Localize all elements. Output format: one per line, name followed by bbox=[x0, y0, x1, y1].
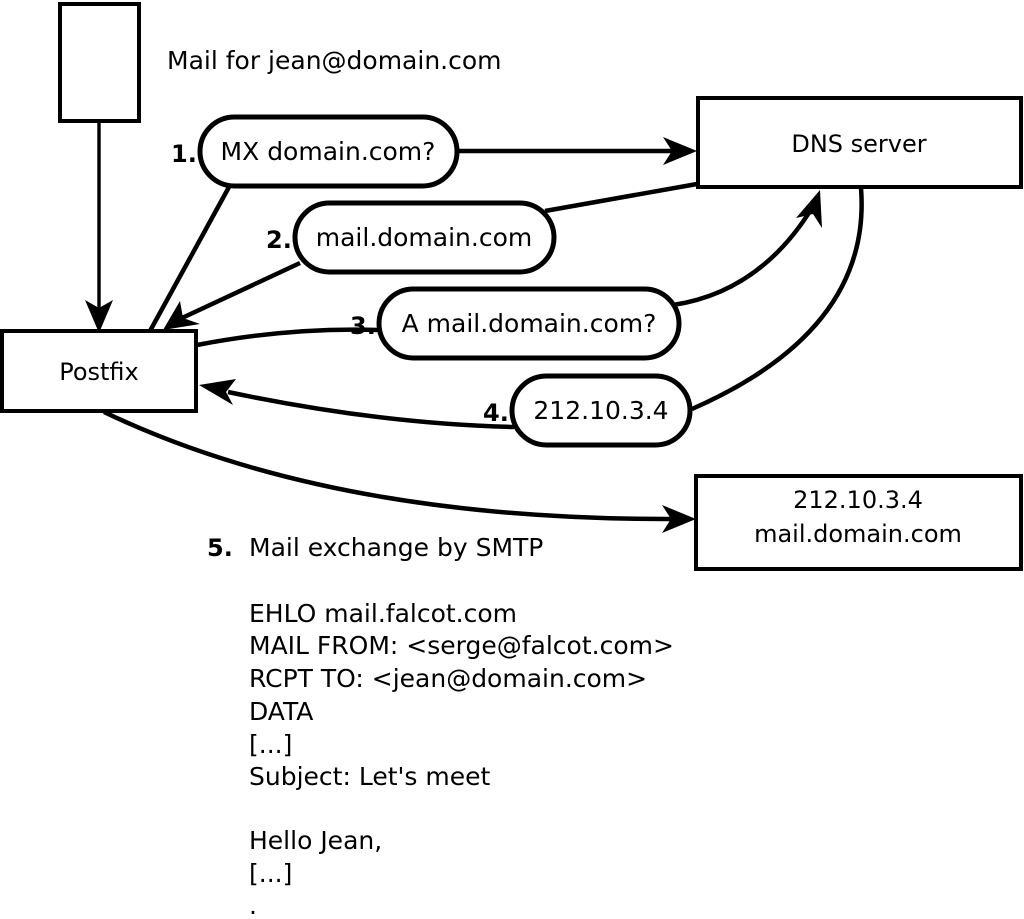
arrowhead-postfix-to-target bbox=[662, 505, 696, 533]
dns-server-label: DNS server bbox=[791, 130, 926, 158]
arrowhead-step3-to-dns bbox=[796, 190, 822, 228]
smtp-line-ehlo: EHLO mail.falcot.com bbox=[249, 599, 517, 628]
step1-bubble bbox=[197, 114, 460, 189]
step2-bubble bbox=[292, 200, 557, 275]
step5-number: 5. bbox=[207, 534, 233, 562]
sender-box bbox=[58, 2, 141, 123]
smtp-line-greeting: Hello Jean, bbox=[249, 826, 382, 855]
smtp-line-ellipsis-1: [...] bbox=[249, 730, 292, 759]
connector-postfix-to-step3 bbox=[196, 327, 380, 348]
connector-dns-to-step4 bbox=[691, 187, 864, 412]
step3-label: A mail.domain.com? bbox=[402, 309, 657, 338]
step3-bubble bbox=[376, 286, 682, 361]
connector-step1-to-postfix bbox=[148, 185, 231, 333]
smtp-line-terminator: . bbox=[249, 891, 257, 919]
step1-number: 1. bbox=[171, 140, 197, 168]
step4-bubble bbox=[509, 373, 693, 448]
connector-step2-to-postfix bbox=[181, 260, 301, 321]
smtp-line-data: DATA bbox=[249, 697, 313, 726]
target-server-ip: 212.10.3.4 bbox=[793, 486, 923, 514]
step2-label: mail.domain.com bbox=[316, 223, 532, 252]
smtp-line-mail-from: MAIL FROM: <serge@falcot.com> bbox=[249, 631, 674, 660]
postfix-box bbox=[0, 329, 198, 413]
step4-label: 212.10.3.4 bbox=[533, 396, 668, 425]
arrowhead-step4-to-postfix bbox=[199, 379, 236, 405]
arrowhead-step2-to-postfix bbox=[163, 301, 200, 330]
connector-dns-to-step2 bbox=[544, 181, 698, 214]
smtp-line-rcpt-to: RCPT TO: <jean@domain.com> bbox=[249, 664, 647, 693]
arrowhead-step1-to-dns bbox=[663, 137, 697, 165]
dns-server-box bbox=[696, 96, 1023, 189]
step4-number: 4. bbox=[483, 399, 509, 427]
step1-label: MX domain.com? bbox=[221, 137, 436, 166]
connector-step4-to-postfix bbox=[227, 389, 515, 430]
mail-for-caption: Mail for jean@domain.com bbox=[167, 46, 502, 75]
step2-number: 2. bbox=[266, 226, 292, 254]
smtp-line-subject: Subject: Let's meet bbox=[249, 762, 490, 791]
arrowhead-sender-to-postfix bbox=[85, 300, 113, 333]
smtp-line-ellipsis-2: [...] bbox=[249, 859, 292, 888]
connector-step3-to-dns bbox=[672, 206, 814, 308]
postfix-label: Postfix bbox=[59, 358, 139, 386]
connector-postfix-to-target bbox=[103, 409, 673, 522]
target-server-box bbox=[694, 474, 1023, 571]
step5-label: Mail exchange by SMTP bbox=[249, 533, 543, 562]
step3-number: 3. bbox=[350, 312, 376, 340]
target-server-hostname: mail.domain.com bbox=[754, 520, 962, 548]
